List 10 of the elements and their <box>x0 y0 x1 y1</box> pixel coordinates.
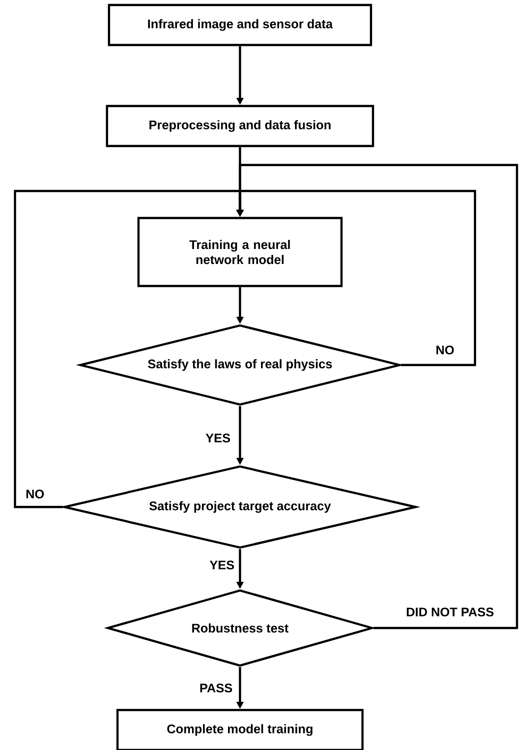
edge-label: YES <box>208 560 236 570</box>
process-box: Preprocessing and data fusion <box>106 104 374 148</box>
edge-label: NO <box>24 488 46 500</box>
process-box: Complete model training <box>116 708 364 750</box>
edge-label: YES <box>204 432 232 444</box>
edge-label: DID NOT PASS <box>405 606 495 618</box>
process-box: Infrared image and sensor data <box>108 4 372 46</box>
edge-label: PASS <box>198 682 234 694</box>
process-box: Training a neural network model <box>137 216 343 288</box>
edge-label: NO <box>434 344 456 356</box>
